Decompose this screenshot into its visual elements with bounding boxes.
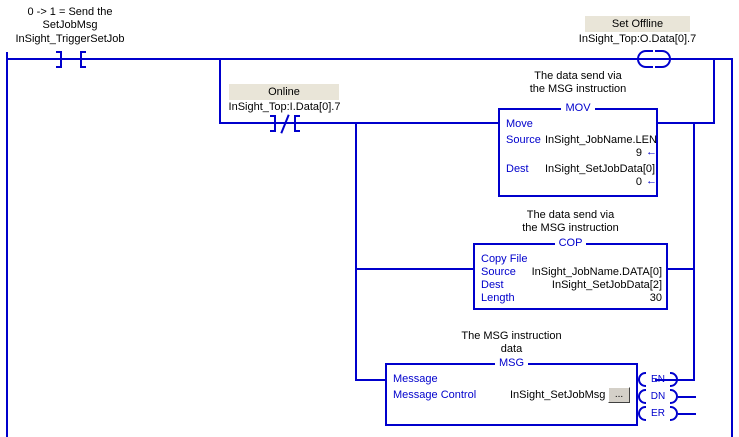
- dn-left-arc: [638, 389, 646, 404]
- msg-output-en: EN: [638, 372, 678, 387]
- contact-cap-right-bottom: [295, 130, 300, 132]
- cop-comment-line2: the MSG instruction: [522, 222, 619, 234]
- cop-block-title-wrap: COP: [475, 236, 666, 249]
- contact-cap-right-bottom: [81, 66, 86, 68]
- right-power-rail: [731, 58, 733, 437]
- contact-cap-right-top: [81, 51, 86, 53]
- left-power-rail: [6, 52, 8, 437]
- inner-branch-right-vertical: [693, 122, 695, 380]
- msg-output-er-label: ER: [651, 408, 665, 419]
- er-right-arc: [670, 406, 678, 421]
- contact-right-bar: [80, 51, 82, 68]
- cop-instruction-block[interactable]: COP Copy File Source InSight_JobName.DAT…: [473, 237, 668, 310]
- dn-right-arc: [670, 389, 678, 404]
- branch-left-vertical: [219, 58, 221, 124]
- msg-output-en-label: EN: [651, 374, 665, 385]
- msg-output-er: ER: [638, 406, 678, 421]
- msg-comment-line1: The MSG instruction: [461, 330, 562, 342]
- en-left-arc: [638, 372, 646, 387]
- msg-mnemonic: Message: [393, 373, 438, 385]
- main-rung-wire: [6, 58, 733, 60]
- coil-left-arc: [637, 50, 653, 68]
- contact-cap-left-top: [270, 115, 275, 117]
- online-tag-name: InSight_Top:I.Data[0].7: [228, 101, 341, 113]
- cop-output-wire: [666, 268, 695, 270]
- mov-instruction-block[interactable]: MOV Move Source InSight_JobName.LEN 9 ← …: [498, 102, 658, 197]
- ote-coil-set-offline[interactable]: [637, 50, 671, 68]
- coil-right-arc: [655, 50, 671, 68]
- msg-dn-output-stub: [678, 396, 696, 398]
- contact-cap-right-top: [295, 115, 300, 117]
- xic-contact-trigger-setjob[interactable]: [56, 51, 86, 68]
- msg-block-title: MSG: [494, 357, 529, 369]
- msg-browse-ellipsis-button[interactable]: ...: [608, 387, 630, 403]
- cop-dest-label: Dest: [481, 279, 504, 291]
- mov-comment-line1: The data send via: [534, 70, 622, 82]
- en-right-arc: [670, 372, 678, 387]
- branch-right-vertical: [713, 58, 715, 124]
- contact-cap-left-top: [56, 51, 61, 53]
- mov-block-title-wrap: MOV: [500, 101, 656, 114]
- mov-source-operand[interactable]: InSight_JobName.LEN: [545, 134, 657, 146]
- msg-er-output-stub: [678, 413, 696, 415]
- er-left-arc: [638, 406, 646, 421]
- msg-input-wire: [355, 379, 387, 381]
- contact-cap-left-bottom: [270, 130, 275, 132]
- mov-source-value-arrow-icon: ←: [646, 146, 657, 158]
- cop-input-wire: [355, 268, 475, 270]
- mov-mnemonic: Move: [506, 118, 533, 130]
- contact-right-bar: [294, 115, 296, 132]
- set-offline-label: Set Offline: [585, 16, 690, 32]
- mov-dest-operand[interactable]: InSight_SetJobData[0]: [545, 163, 656, 175]
- inner-branch-left-vertical: [355, 122, 357, 380]
- contact-cap-left-bottom: [56, 66, 61, 68]
- cop-block-title: COP: [554, 237, 587, 249]
- msg-instruction-block[interactable]: MSG Message Message Control InSight_SetJ…: [385, 357, 638, 426]
- set-offline-tag-name: InSight_Top:O.Data[0].7: [578, 33, 697, 45]
- mov-block-title: MOV: [561, 102, 595, 114]
- contact-left-bar: [274, 115, 276, 132]
- cop-length-value[interactable]: 30: [649, 292, 662, 304]
- online-label: Online: [229, 84, 339, 100]
- mov-comment-line2: the MSG instruction: [529, 83, 627, 95]
- trigger-tag-name: InSight_TriggerSetJob: [15, 33, 125, 45]
- msg-control-label: Message Control: [393, 389, 477, 401]
- msg-output-dn: DN: [638, 389, 678, 404]
- mov-output-wire: [656, 122, 695, 124]
- mov-source-label: Source: [506, 134, 541, 146]
- cop-mnemonic: Copy File: [481, 253, 528, 265]
- cop-dest-operand[interactable]: InSight_SetJobData[2]: [551, 279, 662, 291]
- mov-dest-value: 0: [635, 176, 642, 188]
- msg-comment-line2: data: [500, 343, 523, 355]
- xio-contact-online[interactable]: [270, 114, 300, 134]
- msg-control-value[interactable]: InSight_SetJobMsg: [510, 389, 606, 401]
- trigger-comment-line2: SetJobMsg: [42, 19, 98, 31]
- contact-left-bar: [60, 51, 62, 68]
- cop-source-label: Source: [481, 266, 516, 278]
- mov-dest-value-arrow-icon: ←: [646, 175, 657, 187]
- cop-source-operand[interactable]: InSight_JobName.DATA[0]: [531, 266, 662, 278]
- mov-input-wire: [355, 122, 500, 124]
- trigger-comment-line1: 0 -> 1 = Send the: [27, 6, 113, 18]
- normally-closed-slash: [280, 114, 290, 134]
- cop-comment-line1: The data send via: [526, 209, 615, 221]
- msg-output-dn-label: DN: [650, 391, 666, 402]
- msg-block-title-wrap: MSG: [387, 356, 636, 369]
- mov-source-value: 9: [635, 147, 642, 159]
- mov-dest-label: Dest: [506, 163, 529, 175]
- cop-length-label: Length: [481, 292, 515, 304]
